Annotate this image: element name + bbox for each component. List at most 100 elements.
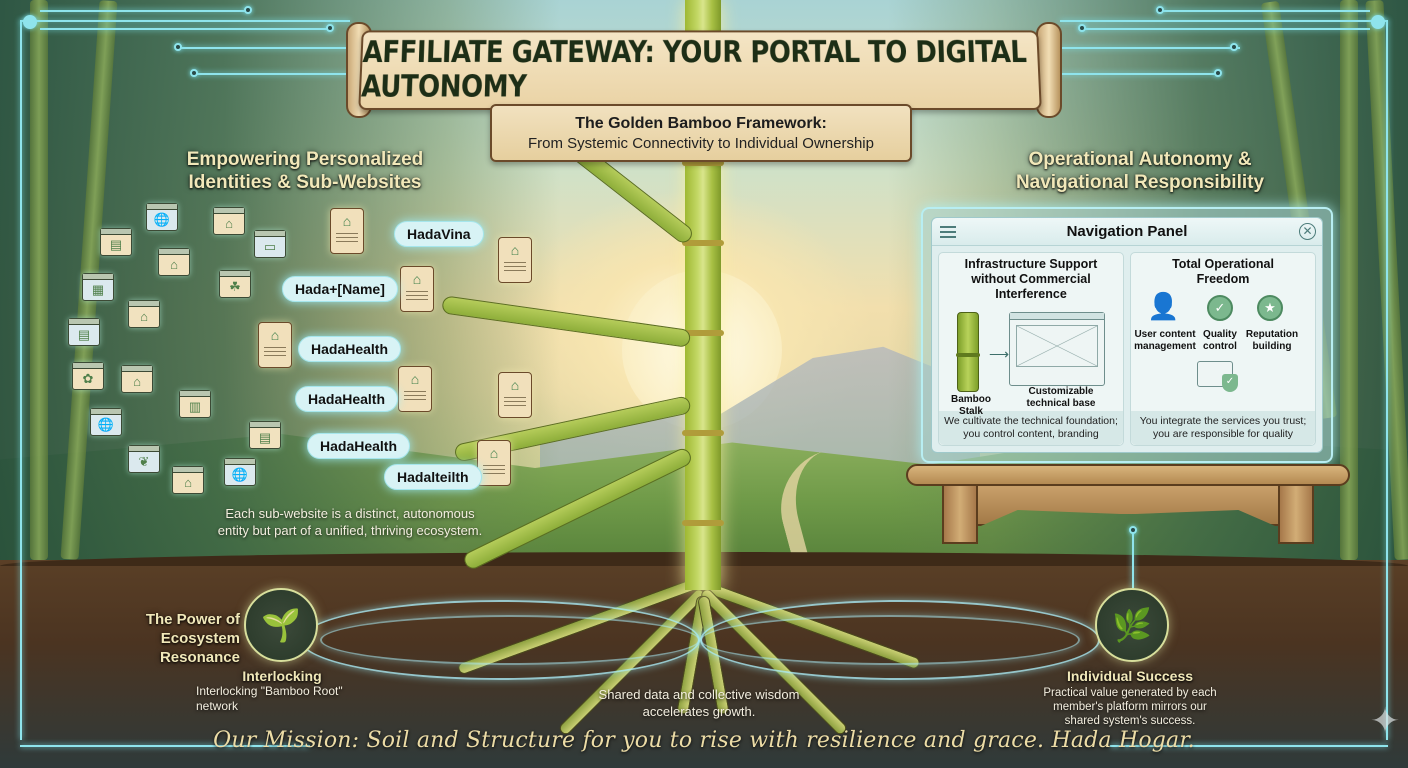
website-icon: ✿ xyxy=(72,362,104,390)
network-wave xyxy=(320,615,700,665)
arrow-right-icon: ⟶ xyxy=(989,346,1010,362)
website-icon: ▤ xyxy=(100,228,132,256)
panel-body: Infrastructure Support without Commercia… xyxy=(932,246,1322,452)
card-title-line: Freedom xyxy=(1196,272,1250,286)
subsite-label-hadahealth[interactable]: HadaHealth xyxy=(295,386,399,412)
house-icon: ⌂ xyxy=(133,374,141,389)
subsite-label-hadahealth[interactable]: HadaHealth xyxy=(298,336,402,362)
website-icon: ▭ xyxy=(254,230,286,258)
bamboo-bench-top xyxy=(906,464,1350,486)
website-icon: 🌐 xyxy=(146,203,178,231)
circuit-line xyxy=(195,73,355,75)
label-line: Reputation xyxy=(1245,329,1299,340)
hamburger-menu-icon[interactable] xyxy=(940,226,956,238)
subsite-label-hada-name[interactable]: Hada+[Name] xyxy=(282,276,398,302)
card-footer: You integrate the services you trust; yo… xyxy=(1131,411,1315,445)
leaf-house-icon: ⌂ xyxy=(170,257,178,272)
quality-badge-icon: ✓ xyxy=(1207,295,1233,321)
website-icon: ▦ xyxy=(82,273,114,301)
circuit-node xyxy=(326,24,334,32)
leaf-icon: ❦ xyxy=(138,454,150,469)
circuit-node xyxy=(190,69,198,77)
leaf-icon: ✿ xyxy=(82,371,94,386)
circuit-node xyxy=(1078,24,1086,32)
card-visual: ⟶ Bamboo Stalk Customizable technical ba… xyxy=(939,302,1123,417)
circuit-line xyxy=(180,47,350,49)
heading-line: Empowering Personalized xyxy=(186,149,424,170)
browser-wireframe-icon xyxy=(1009,312,1105,386)
website-icon: ❦ xyxy=(128,445,160,473)
door-icon: ▥ xyxy=(188,399,202,414)
subsite-label-hadahealth[interactable]: HadaHealth xyxy=(307,433,411,459)
individual-success-caption: Practical value generated by each member… xyxy=(1030,686,1230,728)
house-icon: ⌂ xyxy=(225,216,233,231)
circuit-node xyxy=(1129,526,1137,534)
secure-service-icon: ✓ xyxy=(1197,361,1238,392)
circuit-node xyxy=(1214,69,1222,77)
footer-line: We cultivate the technical foundation; xyxy=(944,415,1118,427)
close-icon[interactable]: ✕ xyxy=(1299,223,1316,240)
card-title-line: without Commercial Interference xyxy=(971,272,1091,301)
circuit-line xyxy=(20,20,350,22)
growing-plant-icon: 🌿 xyxy=(1095,588,1169,662)
caption-line: accelerates growth. xyxy=(642,704,756,719)
website-icon: ▤ xyxy=(68,318,100,346)
website-icon: ⌂ xyxy=(128,300,160,328)
heading-line: The Power of xyxy=(145,611,240,628)
footer-line: you control content, branding xyxy=(963,428,1099,440)
layout-icon: ▤ xyxy=(109,237,123,252)
label-line: technical base xyxy=(1026,398,1096,409)
circuit-line xyxy=(1110,745,1388,747)
circuit-line xyxy=(1060,20,1388,22)
card-footer: We cultivate the technical foundation; y… xyxy=(939,411,1123,445)
subsite-label-hadavina[interactable]: HadaVina xyxy=(394,221,484,247)
panel-title: Navigation Panel xyxy=(1066,223,1188,240)
caption-line: Practical value generated by each xyxy=(1043,687,1217,699)
circuit-line xyxy=(1386,20,1388,740)
bench-leg xyxy=(1278,486,1314,544)
resonance-heading: The Power of Ecosystem Resonance xyxy=(100,610,240,667)
circuit-node xyxy=(174,43,182,51)
map-icon: ▦ xyxy=(91,282,105,297)
website-icon: ▤ xyxy=(249,421,281,449)
website-icon: ⌂ xyxy=(213,207,245,235)
house-icon: ⌂ xyxy=(140,309,148,324)
left-section-heading: Empowering Personalized Identities & Sub… xyxy=(150,148,460,194)
footer-line: You integrate the services you trust; xyxy=(1139,415,1307,427)
circuit-node xyxy=(244,6,252,14)
caption-line: shared system's success. xyxy=(1064,715,1196,727)
infrastructure-card: Infrastructure Support without Commercia… xyxy=(938,252,1124,446)
footer-line: you are responsible for quality xyxy=(1152,428,1294,440)
circuit-line xyxy=(20,20,22,740)
navigation-panel-frame: Navigation Panel ✕ Infrastructure Suppor… xyxy=(921,207,1333,463)
individual-success-title: Individual Success xyxy=(1066,668,1194,684)
layout-icon: ▭ xyxy=(263,239,277,254)
layout-icon: ▤ xyxy=(258,430,272,445)
subtitle-banner: The Golden Bamboo Framework: From System… xyxy=(490,104,912,162)
website-icon: ☘ xyxy=(219,270,251,298)
sprout-roots-icon: 🌱 xyxy=(244,588,318,662)
user-content-label: User content management xyxy=(1133,329,1197,353)
card-title-line: Total Operational xyxy=(1172,257,1274,271)
bench-leg xyxy=(942,486,978,544)
caption-line: Each sub-website is a distinct, autonomo… xyxy=(225,506,475,521)
label-line: building xyxy=(1252,341,1292,352)
user-check-icon: 👤 xyxy=(1147,291,1180,321)
quality-control-label: Quality control xyxy=(1199,329,1241,353)
circuit-line xyxy=(40,28,330,30)
card-title: Infrastructure Support without Commercia… xyxy=(939,253,1123,302)
circuit-line xyxy=(1132,530,1134,590)
subsite-label-hadalteilth[interactable]: Hadalteilth xyxy=(384,464,482,490)
document-scroll-icon: ⌂ xyxy=(398,366,432,412)
shield-check-icon: ✓ xyxy=(1222,374,1238,392)
document-scroll-icon: ⌂ xyxy=(498,372,532,418)
caption-line: Interlocking "Bamboo Root" xyxy=(196,684,343,698)
background-bamboo xyxy=(1340,0,1358,560)
title-banner: AFFILIATE GATEWAY: YOUR PORTAL TO DIGITA… xyxy=(358,30,1042,110)
technical-base-label: Customizable technical base xyxy=(1021,386,1101,410)
label-line: control xyxy=(1203,341,1237,352)
document-scroll-icon: ⌂ xyxy=(258,322,292,368)
circuit-line xyxy=(1080,28,1370,30)
heading-line: Operational Autonomy & xyxy=(1028,149,1252,170)
